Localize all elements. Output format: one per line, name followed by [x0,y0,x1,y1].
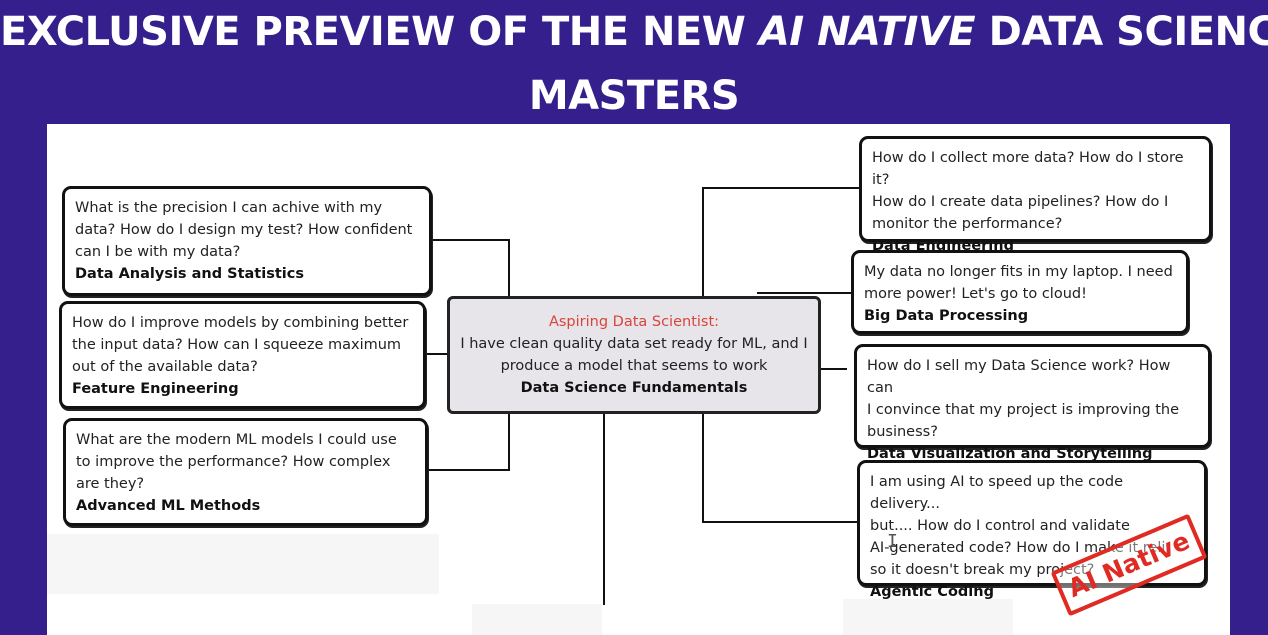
text-cursor-icon: I [887,531,898,552]
central-node[interactable]: Aspiring Data Scientist: I have clean qu… [447,296,821,414]
node-question: What is the precision I can achive with … [75,200,413,260]
central-description: I have clean quality data set ready for … [460,336,808,374]
background-patch [47,534,439,594]
banner-title-line-1: EXCLUSIVE PREVIEW OF THE NEW AI NATIVE D… [0,2,1268,62]
banner-title-part-end: DATA SCIENCE [988,9,1268,55]
node-title: Agentic Coding [870,584,994,600]
central-subtitle: Aspiring Data Scientist: [548,314,720,330]
mind-map-canvas: What is the precision I can achive with … [47,124,1230,635]
node-title: Data Analysis and Statistics [75,266,304,282]
node-data-analysis[interactable]: What is the precision I can achive with … [62,186,432,296]
banner-title-line-2: MASTERS [528,73,740,119]
background-patch [843,599,1013,635]
node-question: How do I collect more data? How do I sto… [872,150,1184,232]
node-question: My data no longer fits in my laptop. I n… [864,264,1173,302]
node-title: Feature Engineering [72,381,239,397]
node-data-engineering[interactable]: How do I collect more data? How do I sto… [859,136,1212,254]
node-data-visualization[interactable]: How do I sell my Data Science work? How … [854,344,1211,462]
node-question: I am using AI to speed up the code deliv… [870,474,1166,578]
node-title: Big Data Processing [864,308,1029,324]
node-question: What are the modern ML models I could us… [76,432,397,492]
node-feature-engineering[interactable]: How do I improve models by combining bet… [59,301,426,409]
banner-header: EXCLUSIVE PREVIEW OF THE NEW AI NATIVE D… [0,0,1268,124]
node-question: How do I sell my Data Science work? How … [867,358,1179,440]
node-big-data[interactable]: My data no longer fits in my laptop. I n… [851,250,1189,334]
node-title: Data Visualization and Storytelling [867,446,1153,462]
central-title: Data Science Fundamentals [520,380,748,396]
node-advanced-ml[interactable]: What are the modern ML models I could us… [63,418,428,526]
background-patch [472,604,602,635]
node-title: Advanced ML Methods [76,498,261,514]
banner-title-emphasis: AI NATIVE [758,9,976,55]
node-agentic-coding[interactable]: I am using AI to speed up the code deliv… [857,460,1207,600]
node-question: How do I improve models by combining bet… [72,315,409,375]
banner-title-part: EXCLUSIVE PREVIEW OF THE NEW [0,9,759,55]
